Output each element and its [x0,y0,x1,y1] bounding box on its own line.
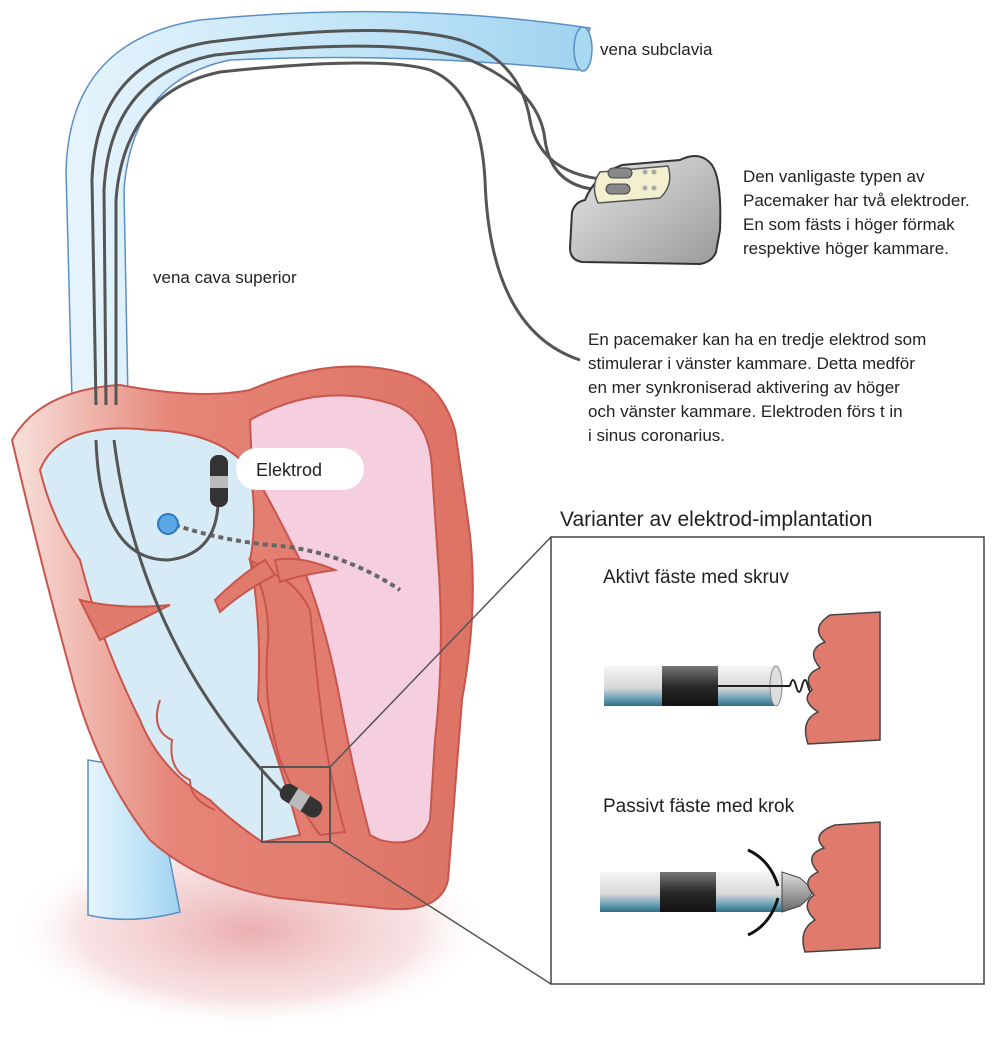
elektrod-label: Elektrod [256,460,323,480]
lead-wires [90,29,611,802]
zoom-line-bottom [329,841,552,985]
active-fixation-illustration [604,611,881,745]
ventricular-electrode [279,783,323,818]
variants-title: Varianter av elektrod-implantation [560,508,873,531]
two-electrodes-text: Den vanligaste typen av Pacemaker har tv… [743,167,970,258]
vena-cava-superior [65,10,591,401]
pacemaker-device [568,155,722,266]
vena-subclavia-opening [573,26,593,72]
vena-cava-superior-label: vena cava superior [153,268,297,287]
papillary-muscles [78,557,339,642]
passive-fixation-illustration [600,821,881,953]
trabeculae [156,699,216,811]
vena-subclavia-label: vena subclavia [600,40,713,59]
atrial-electrode [210,455,228,507]
zoom-region [261,766,331,843]
third-electrode-text: En pacemaker kan ha en tredje elektrod s… [588,330,927,445]
coronary-sinus-lead [174,523,402,592]
elektrod-pill [236,448,364,490]
passive-fixation-label: Passivt fäste med krok [603,796,795,817]
vena-cava-inferior [87,759,181,921]
zoom-line-top [329,536,552,768]
active-fixation-label: Aktivt fäste med skruv [603,567,789,588]
sinus-node [157,513,179,535]
